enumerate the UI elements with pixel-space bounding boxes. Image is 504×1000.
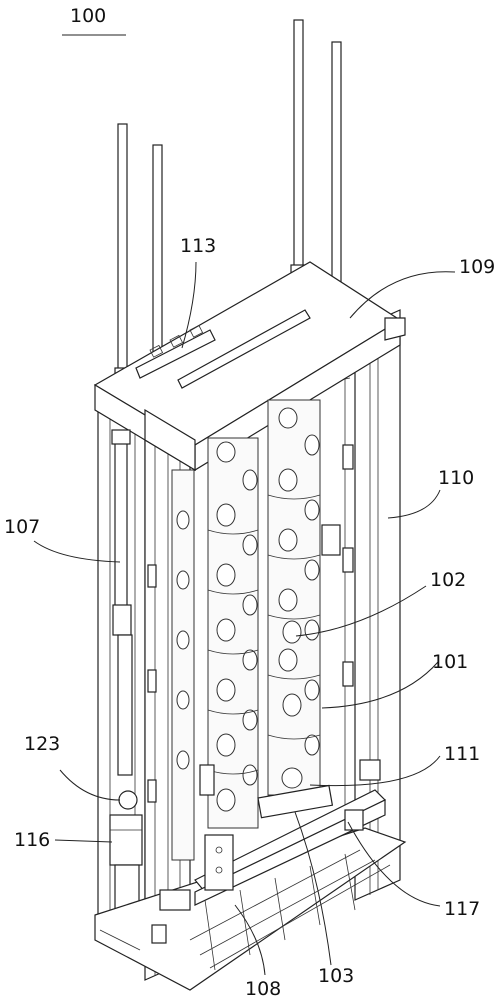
- pipe-107: [111, 429, 133, 776]
- label-123: 123: [24, 733, 60, 755]
- label-102: 102: [430, 569, 466, 591]
- leader-101: [321, 661, 439, 709]
- leader-109: [349, 271, 456, 319]
- rear-tower: [171, 469, 195, 861]
- top-housing: [93, 261, 406, 472]
- leader-111: [309, 755, 441, 787]
- slide-carriage: [151, 759, 387, 944]
- label-101: 101: [432, 651, 468, 673]
- base-tray: [94, 827, 407, 991]
- leader-110: [387, 489, 441, 519]
- label-111: 111: [444, 743, 480, 765]
- label-117: 117: [444, 898, 480, 920]
- grow-tower-right: [267, 399, 321, 796]
- leader-107: [33, 540, 121, 563]
- grow-tower-left: [207, 437, 259, 829]
- leader-117: [347, 821, 441, 907]
- label-103: 103: [318, 965, 354, 987]
- label-100: 100: [70, 5, 106, 27]
- label-107: 107: [4, 516, 40, 538]
- label-109: 109: [459, 256, 495, 278]
- label-108: 108: [245, 978, 281, 1000]
- leader-103: [294, 811, 332, 966]
- leader-123: [59, 769, 121, 801]
- leader-113: [181, 261, 197, 349]
- leader-102: [295, 585, 427, 637]
- label-116: 116: [14, 829, 50, 851]
- label-113: 113: [180, 235, 216, 257]
- label-110: 110: [438, 467, 474, 489]
- leader-108: [234, 904, 266, 976]
- leader-lines: [33, 261, 456, 976]
- leader-116: [54, 839, 113, 843]
- side-brackets: [147, 444, 354, 803]
